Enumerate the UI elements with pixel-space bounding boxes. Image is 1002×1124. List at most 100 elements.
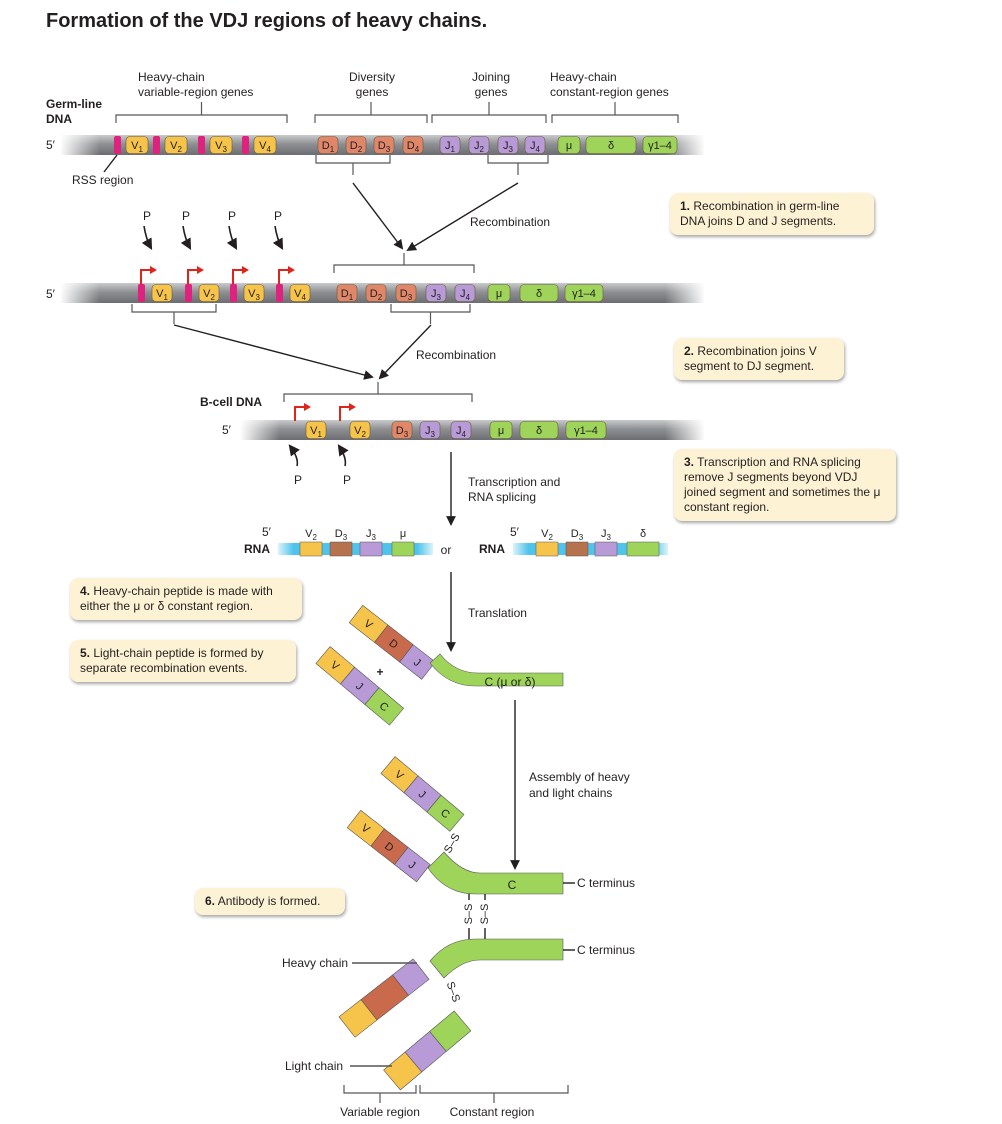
segment-7-label: γ1–4 bbox=[574, 425, 598, 437]
segment-v4-label: V4 bbox=[294, 288, 306, 302]
heavy-peptide-j-label: J bbox=[411, 656, 423, 669]
segment-v3 bbox=[209, 136, 233, 154]
segment-5-label: μ bbox=[498, 425, 504, 437]
segment-j4 bbox=[524, 136, 546, 154]
segment-d2 bbox=[345, 136, 367, 154]
rna-mu-segment bbox=[299, 541, 323, 557]
bracket-joining bbox=[431, 114, 547, 123]
label-5prime-row3: 5′ bbox=[222, 423, 232, 437]
segment-v4-label: V4 bbox=[259, 140, 271, 154]
bracket-constant-region bbox=[419, 1085, 569, 1094]
label-promoter: P bbox=[182, 209, 190, 223]
label-heavy-chain-variable-2: variable-region genes bbox=[138, 85, 253, 99]
rna-delta-segment bbox=[535, 541, 559, 557]
arrow-v-recombination bbox=[173, 324, 374, 380]
promoter-start-arrow-head bbox=[150, 266, 157, 274]
segment-v1-label: V1 bbox=[131, 140, 143, 154]
assembled-heavy-chain-1-j bbox=[394, 846, 431, 883]
bracket-diversity bbox=[314, 114, 428, 123]
rna-delta-segment-label: J3 bbox=[601, 528, 612, 542]
bracket-variable bbox=[115, 114, 288, 123]
segment-j3-label: J3 bbox=[431, 288, 442, 302]
label-translation: Translation bbox=[468, 606, 527, 620]
segment-j3 bbox=[497, 136, 519, 154]
segment-j1-label: J1 bbox=[445, 140, 456, 154]
label-rna-right: RNA bbox=[479, 542, 505, 556]
segment-v1 bbox=[151, 284, 173, 302]
segment-v2-label: V2 bbox=[170, 140, 182, 154]
segment-j4-label: J4 bbox=[460, 288, 471, 302]
dna-bcell-fade-left bbox=[240, 420, 280, 440]
promoter-arrow bbox=[337, 444, 349, 467]
rss-segment bbox=[242, 136, 249, 154]
label-c-constant: C bbox=[508, 878, 517, 892]
disulfide-bond-light-heavy-1: S–S bbox=[442, 831, 463, 855]
disulfide-bond-heavy-heavy: S–S bbox=[479, 904, 491, 925]
segment-d1-label: D1 bbox=[322, 140, 335, 154]
rna-mu-segment-label: D3 bbox=[335, 528, 348, 542]
disulfide-bond-heavy-heavy: S–S bbox=[463, 904, 475, 925]
label-promoter: P bbox=[143, 209, 151, 223]
disulfide-bond-light-heavy-2: S–S bbox=[444, 980, 462, 1004]
rss-segment bbox=[114, 136, 121, 154]
segment-0 bbox=[305, 421, 327, 439]
label-c-terminus-2: C terminus bbox=[577, 943, 635, 957]
label-constant-region: Constant region bbox=[450, 1105, 535, 1119]
note-step-2: 2. Recombination joins V segment to DJ s… bbox=[674, 338, 844, 380]
segment-d1 bbox=[317, 136, 339, 154]
label-heavy-chain-variable-1: Heavy-chain bbox=[138, 70, 205, 84]
assembled-light-chain-2-c bbox=[429, 1010, 472, 1052]
segment-gamma-label: γ1–4 bbox=[648, 140, 672, 152]
light-peptide: VJC bbox=[315, 646, 405, 726]
note-number: 1. bbox=[680, 199, 691, 213]
assembled-heavy-constant-2 bbox=[429, 938, 564, 979]
label-recombination-2: Recombination bbox=[416, 348, 496, 362]
label-or: or bbox=[441, 543, 452, 557]
heavy-peptide-constant bbox=[429, 653, 564, 687]
segment-j3 bbox=[425, 284, 447, 302]
segment-d4 bbox=[402, 136, 424, 154]
assembled-heavy-chain-2 bbox=[338, 958, 430, 1038]
note-number: 5. bbox=[80, 646, 91, 660]
label-heavy-chain: Heavy chain bbox=[282, 956, 348, 970]
promoter-start-arrow bbox=[339, 406, 350, 421]
note-number: 2. bbox=[684, 344, 695, 358]
segment-v1-label: V1 bbox=[156, 288, 168, 302]
note-step-5: 5. Light-chain peptide is formed by sepa… bbox=[70, 640, 296, 682]
label-germline-1: Germ-line bbox=[46, 97, 102, 111]
segment-1-label: V2 bbox=[354, 425, 366, 439]
label-rss-region: RSS region bbox=[72, 173, 133, 187]
label-5prime-row2: 5′ bbox=[46, 287, 56, 301]
note-text: Heavy-chain peptide is made with either … bbox=[80, 584, 273, 613]
note-step-1: 1. Recombination in germ-line DNA joins … bbox=[670, 193, 874, 235]
label-plus: + bbox=[376, 665, 383, 679]
segment-v2 bbox=[198, 284, 220, 302]
label-c-mu-delta: C (μ or δ) bbox=[485, 675, 536, 689]
arrow-j-recombination bbox=[406, 182, 519, 252]
assembled-heavy-chain-1: VDJ bbox=[346, 809, 431, 883]
segment-gamma-label: γ1–4 bbox=[572, 288, 596, 300]
rss-segment bbox=[153, 136, 160, 154]
label-diversity-2: genes bbox=[356, 85, 389, 99]
promoter-start-arrow bbox=[140, 269, 151, 284]
segment-d1-label: D1 bbox=[341, 288, 354, 302]
segment-7 bbox=[565, 421, 607, 439]
bracket-j-select bbox=[487, 155, 549, 164]
light-peptide-c bbox=[364, 687, 405, 726]
segment-4 bbox=[450, 421, 472, 439]
promoter-arrow bbox=[180, 225, 192, 250]
segment-5 bbox=[489, 421, 513, 439]
promoter-start-arrow-head bbox=[349, 403, 356, 411]
label-transcription-2: RNA splicing bbox=[468, 490, 536, 504]
dna-dj-joined-fade-left bbox=[60, 283, 100, 303]
segment-j2 bbox=[468, 136, 490, 154]
segment-3 bbox=[419, 421, 441, 439]
label-joining-1: Joining bbox=[472, 70, 510, 84]
rss-segment bbox=[138, 284, 145, 302]
rna-mu-5prime: 5′ bbox=[262, 525, 272, 539]
note-text: Transcription and RNA splicing remove J … bbox=[684, 455, 881, 514]
segment-1 bbox=[349, 421, 371, 439]
segment-j4-label: J4 bbox=[530, 140, 541, 154]
segment-d2-label: D2 bbox=[350, 140, 363, 154]
segment-6-label: δ bbox=[536, 425, 542, 437]
